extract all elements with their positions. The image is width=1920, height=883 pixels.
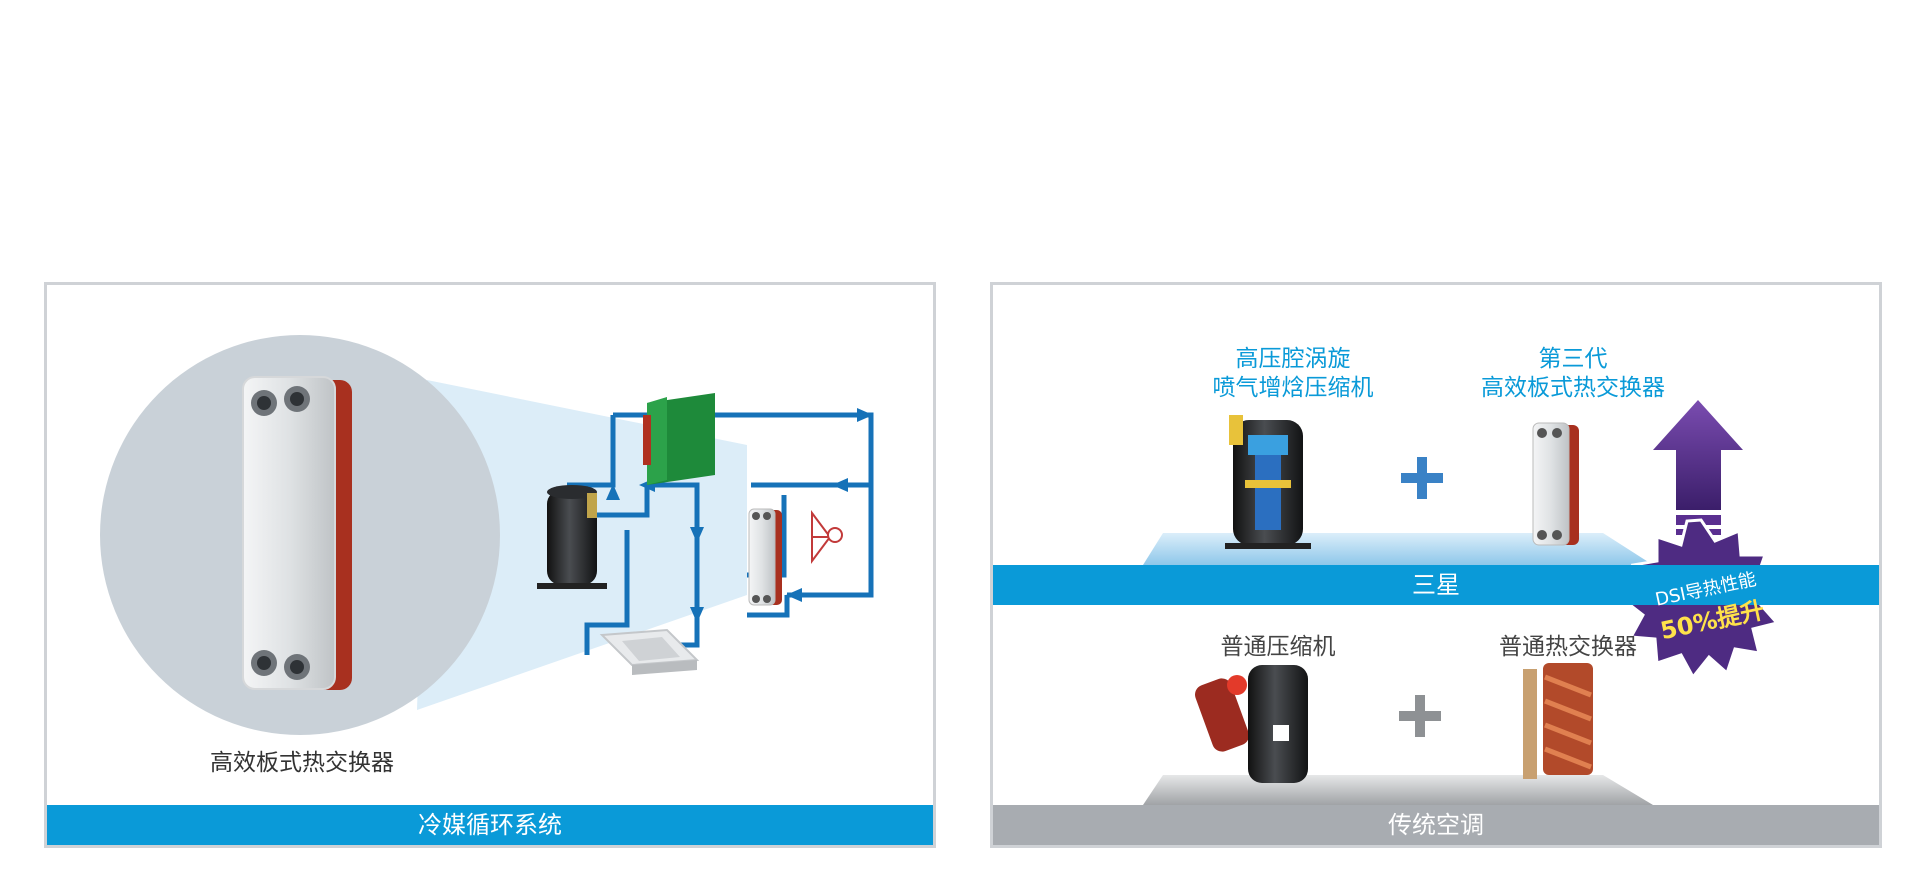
normal-compressor-icon [1194, 665, 1308, 783]
cassette-indoor-unit-icon [599, 628, 700, 675]
plate-heat-exchanger-icon [1532, 422, 1579, 546]
traditional-ac-label: 传统空调 [993, 805, 1879, 845]
plate-heat-exchanger-small-icon [748, 508, 782, 606]
refrigerant-cycle-label: 冷媒循环系统 [47, 805, 933, 845]
traditional-stage [1143, 775, 1653, 805]
samsung-label: 三星 [993, 565, 1879, 605]
condenser-coil-icon [643, 393, 715, 485]
comparison-panel: 高压腔涡旋 喷气增焓压缩机 第三代 高效板式热交换器 三星 DSI导热性能 50… [990, 282, 1882, 848]
copper-coil-icon [1523, 663, 1593, 779]
plus-icon [1401, 457, 1443, 499]
heat-exchanger-caption: 高效板式热交换器 [210, 750, 394, 776]
expansion-valve-icon [811, 510, 843, 564]
plus-gray-icon [1399, 695, 1441, 737]
samsung-compressor-title: 高压腔涡旋 喷气增焓压缩机 [1212, 346, 1374, 401]
up-arrow-icon [1653, 400, 1743, 535]
samsung-exchanger-title: 第三代 高效板式热交换器 [1481, 346, 1665, 401]
comparison-graphic [1143, 400, 1782, 805]
cycle-diagram [100, 335, 874, 735]
plate-heat-exchanger-large-icon [242, 376, 352, 690]
scroll-compressor-cutaway-icon [1225, 415, 1311, 549]
normal-exchanger-title: 普通热交换器 [1499, 634, 1637, 660]
refrigerant-cycle-panel: 高效板式热交换器 冷媒循环系统 [44, 282, 936, 848]
compressor-icon [537, 485, 607, 589]
normal-compressor-title: 普通压缩机 [1220, 634, 1336, 660]
